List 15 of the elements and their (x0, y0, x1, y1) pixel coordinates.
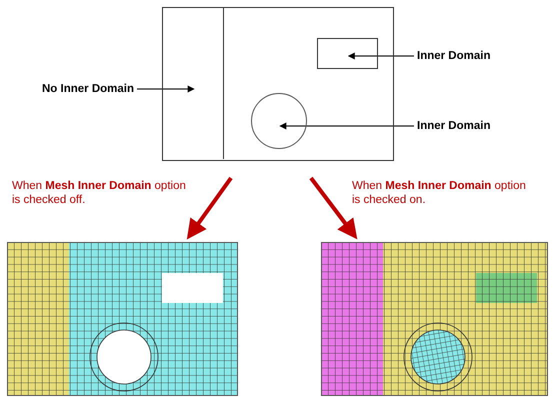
option-note: When Mesh Inner Domain option is checked on. (352, 179, 527, 207)
rectangle-outline (317, 38, 378, 69)
mesh-drawing (7, 242, 238, 396)
callout-label: Inner Domain (417, 120, 490, 132)
callout-label: No Inner Domain (42, 83, 134, 95)
circle-outline (251, 93, 307, 149)
callout-label: Inner Domain (417, 50, 490, 62)
mesh-drawing (321, 242, 548, 396)
arrow (309, 176, 358, 240)
leader-arrow (136, 86, 195, 92)
leader-arrow (348, 52, 414, 60)
option-note: When Mesh Inner Domain option is checked off. (12, 179, 187, 207)
leader-arrow (279, 122, 414, 130)
arrow (186, 176, 233, 240)
geometry-outline (162, 7, 394, 161)
